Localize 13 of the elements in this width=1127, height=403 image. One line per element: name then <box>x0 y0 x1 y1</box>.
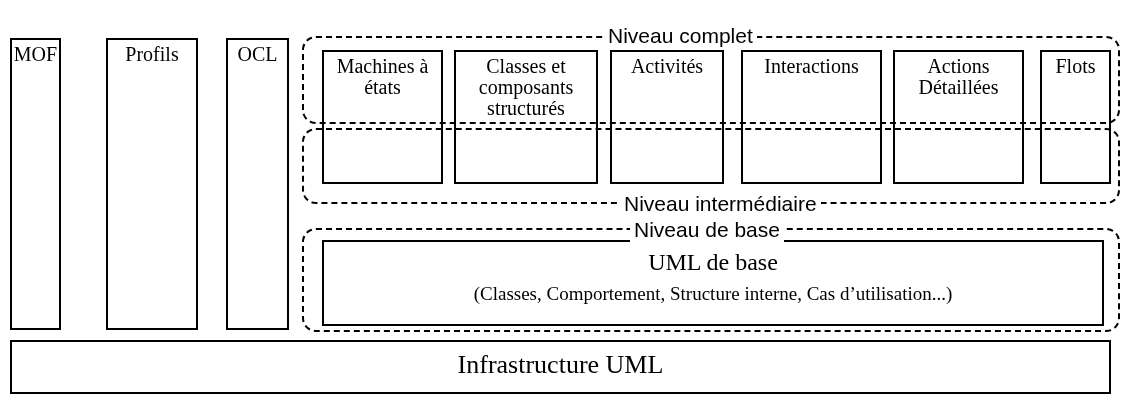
component-box: OCL <box>226 38 289 330</box>
component-box: Classes et composants structurés <box>454 50 598 184</box>
component-box: Actions Détaillées <box>893 50 1024 184</box>
box-title: UML de base <box>647 248 779 277</box>
component-box: MOF <box>10 38 61 330</box>
component-box: Infrastructure UML <box>10 340 1111 394</box>
component-box: Interactions <box>741 50 882 184</box>
component-box: Activités <box>610 50 724 184</box>
box-description: (Classes, Comportement, Structure interne, Cas d’utilisation...) <box>472 282 954 306</box>
component-box <box>322 240 1104 326</box>
component-box: Profils <box>106 38 198 330</box>
component-box: Machines à états <box>322 50 443 184</box>
component-box: Flots <box>1040 50 1111 184</box>
